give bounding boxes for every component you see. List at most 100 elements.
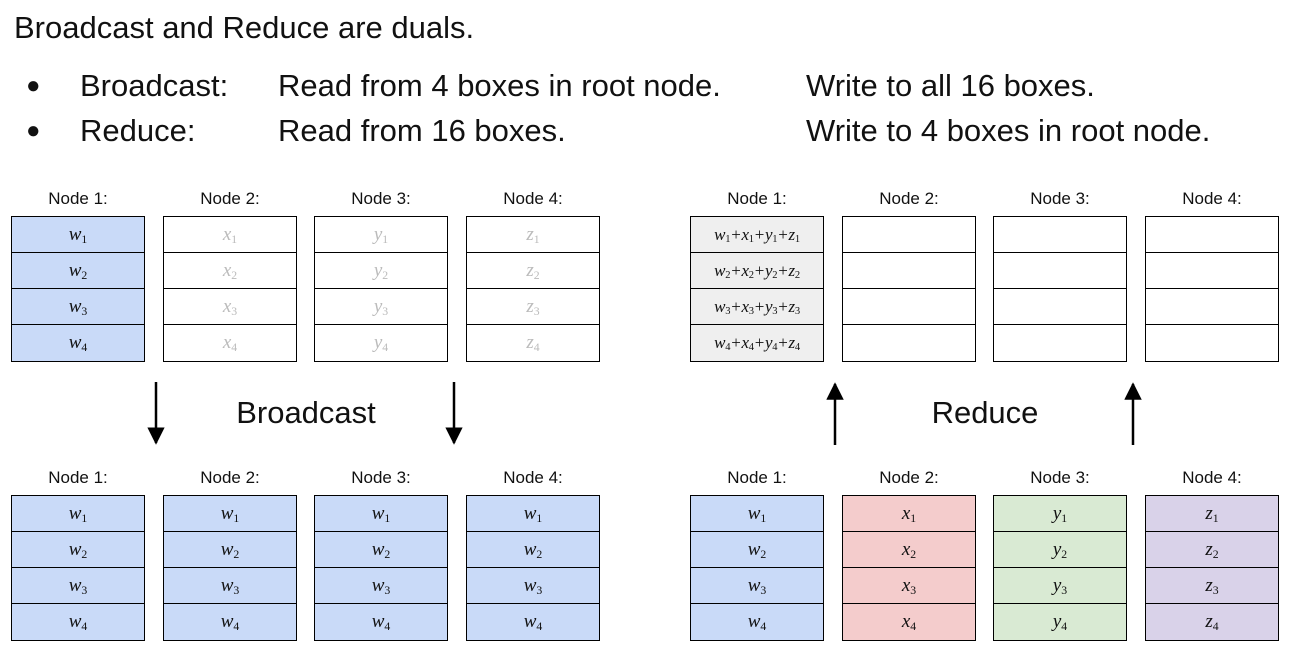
node-cell (843, 217, 975, 253)
node-cell: w3 (315, 568, 447, 604)
bullet-name: Broadcast: (80, 68, 229, 103)
node-cell: w4 (747, 611, 767, 633)
node-cell (994, 289, 1126, 325)
node-cell: z4 (1205, 611, 1219, 633)
node-label: Node 2: (200, 468, 260, 487)
bullet-dot-icon: ● (26, 72, 41, 99)
bullet-write-text: Write to all 16 boxes. (806, 68, 1095, 103)
bullet-name: Reduce: (80, 113, 196, 148)
node-cell: y3 (315, 289, 447, 325)
node-label: Node 2: (879, 468, 939, 487)
node-cell: w2 (315, 532, 447, 568)
node-cell: x4 (222, 332, 238, 354)
node-cell: w2 (164, 532, 296, 568)
node-cell: w4 (371, 611, 391, 633)
node-cell: w1 (691, 496, 823, 532)
node-label: Node 4: (503, 189, 563, 208)
node-label: Node 1: (48, 468, 108, 487)
bullet-write-text: Write to 4 boxes in root node. (806, 113, 1211, 148)
node-label: Node 4: (1182, 189, 1242, 208)
node-label: Node 1: (48, 189, 108, 208)
node-label: Node 3: (351, 468, 411, 487)
node-cell (1146, 289, 1278, 325)
node-cell: w4 (523, 611, 543, 633)
node-cell: y1 (994, 496, 1126, 532)
bullet-reduce: ● Reduce: Read from 16 boxes. Write to 4… (0, 111, 1290, 151)
node-cell: w1 (12, 217, 144, 253)
node-cell: w4 (68, 611, 88, 633)
node-box-reduce-after-4 (1145, 216, 1279, 362)
node-cell: y3 (994, 568, 1126, 604)
node-cell (843, 289, 975, 325)
node-cell: x1 (843, 496, 975, 532)
node-cell: z2 (1146, 532, 1278, 568)
node-cell: w1 (315, 496, 447, 532)
node-cell: w3+x3+y3+z3 (691, 289, 823, 325)
node-cell: z4 (526, 332, 540, 354)
node-cell: y4 (373, 332, 389, 354)
node-cell: y4 (1052, 611, 1068, 633)
node-cell: w1 (164, 496, 296, 532)
node-cell: x3 (843, 568, 975, 604)
node-cell: w1 (467, 496, 599, 532)
node-cell: w1 (12, 496, 144, 532)
node-cell: w2+x2+y2+z2 (691, 253, 823, 289)
node-cell: x2 (164, 253, 296, 289)
node-label: Node 2: (200, 189, 260, 208)
node-cell: x4 (901, 611, 917, 633)
node-label: Node 4: (503, 468, 563, 487)
node-cell: x3 (164, 289, 296, 325)
node-cell: w3 (164, 568, 296, 604)
broadcast-label: Broadcast (236, 395, 376, 430)
bullet-read-text: Read from 4 boxes in root node. (278, 68, 721, 103)
node-cell: w4+x4+y4+z4 (714, 333, 800, 354)
node-label: Node 3: (351, 189, 411, 208)
node-cell: w3 (12, 289, 144, 325)
node-cell (994, 253, 1126, 289)
node-cell (843, 253, 975, 289)
bullet-broadcast: ● Broadcast: Read from 4 boxes in root n… (0, 66, 1290, 106)
node-cell: z1 (467, 217, 599, 253)
node-box-reduce-after-2 (842, 216, 976, 362)
node-box-reduce-after-3 (993, 216, 1127, 362)
page-heading: Broadcast and Reduce are duals. (14, 10, 475, 45)
node-cell: w2 (12, 532, 144, 568)
bullet-read-text: Read from 16 boxes. (278, 113, 566, 148)
bullet-dot-icon: ● (26, 117, 41, 144)
node-cell: z3 (467, 289, 599, 325)
node-cell: w3 (12, 568, 144, 604)
node-label: Node 3: (1030, 468, 1090, 487)
node-cell: w2 (12, 253, 144, 289)
node-cell (994, 217, 1126, 253)
node-cell: y1 (315, 217, 447, 253)
node-cell: z3 (1146, 568, 1278, 604)
node-cell: w3 (467, 568, 599, 604)
node-label: Node 2: (879, 189, 939, 208)
node-cell: w4 (68, 332, 88, 354)
node-cell: w4 (220, 611, 240, 633)
node-cell: z2 (467, 253, 599, 289)
node-cell (1146, 253, 1278, 289)
node-cell: w3 (691, 568, 823, 604)
node-cell: y2 (994, 532, 1126, 568)
node-cell: z1 (1146, 496, 1278, 532)
node-label: Node 4: (1182, 468, 1242, 487)
node-cell: x1 (164, 217, 296, 253)
node-cell: x2 (843, 532, 975, 568)
node-cell: y2 (315, 253, 447, 289)
node-cell: w1+x1+y1+z1 (691, 217, 823, 253)
node-label: Node 3: (1030, 189, 1090, 208)
